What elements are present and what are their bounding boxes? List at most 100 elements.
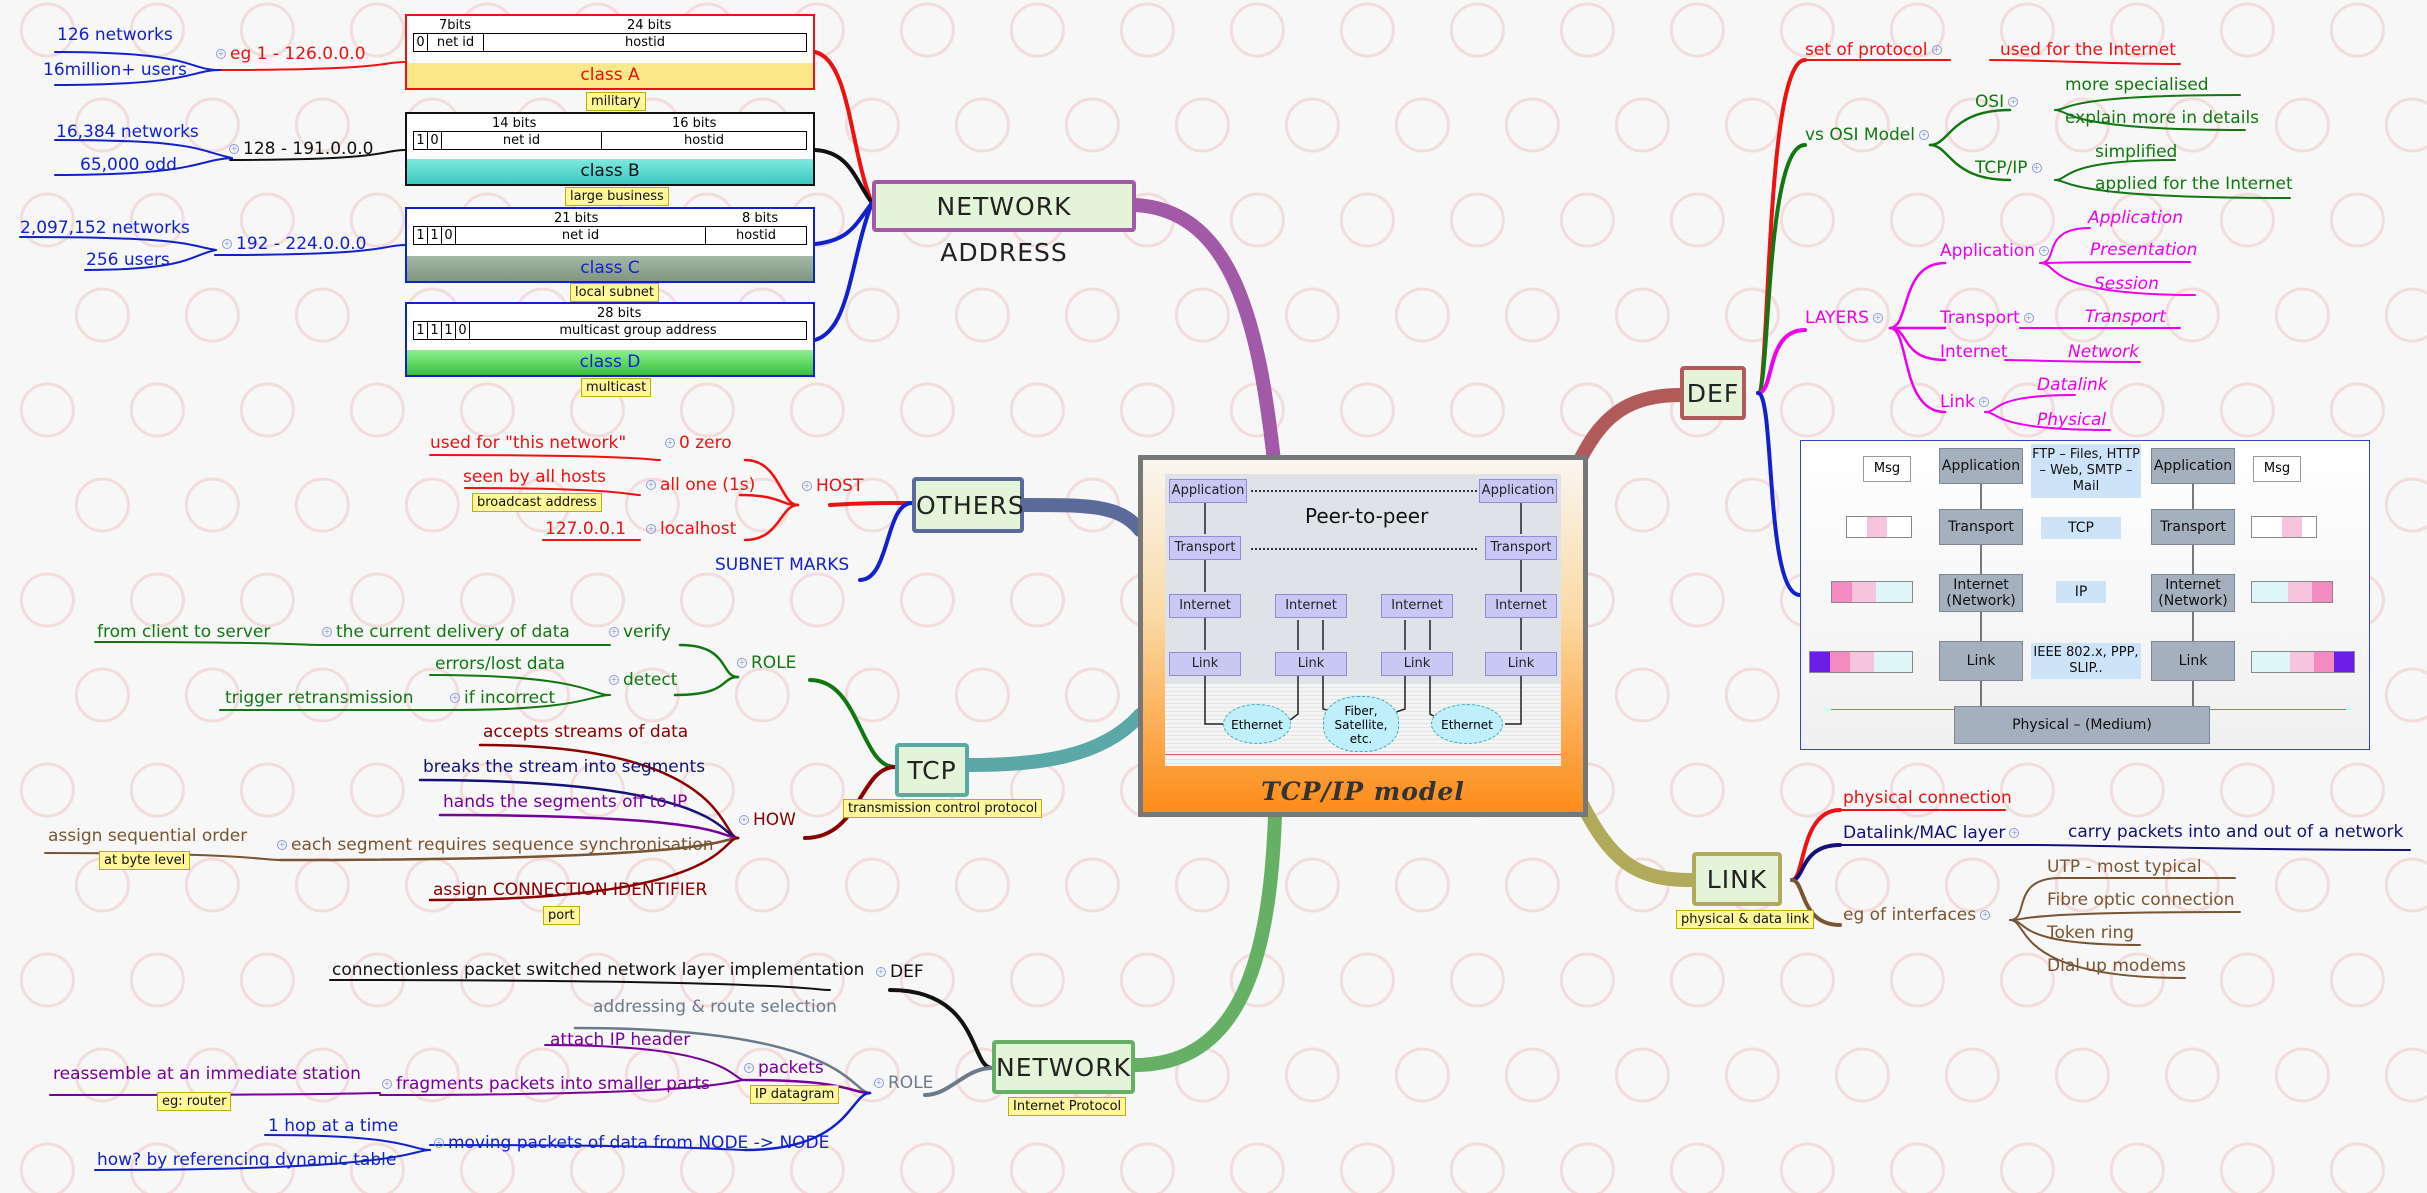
def-tcpip-a: simplified xyxy=(2095,142,2178,162)
class-c-hostbits: 8 bits xyxy=(742,211,779,226)
def-osi: OSI+ xyxy=(1975,92,2019,112)
stack-msg-left: Msg xyxy=(1863,456,1911,482)
stack-ip: IP xyxy=(2056,581,2106,603)
class-d-label: class D xyxy=(407,350,813,375)
tcp-role: +ROLE xyxy=(737,653,797,673)
cloud-satellite: Fiber, Satellite, etc. xyxy=(1323,696,1399,752)
def-l-trans: Transport+ xyxy=(1940,308,2034,328)
layer-internet-1: Internet xyxy=(1169,594,1241,618)
layer-internet-4: Internet xyxy=(1485,594,1557,618)
edge-center-netaddr xyxy=(1128,198,1282,477)
def-l-app-1: Application xyxy=(2088,208,2183,228)
tcp-how-3: hands the segments off to IP xyxy=(443,792,688,812)
class-a-hostbits: 24 bits xyxy=(627,18,672,33)
stack-diagram: Application Application FTP – Files, HTT… xyxy=(1800,440,2370,750)
class-b-users: 65,000 odd xyxy=(80,155,177,175)
network-datagram-tag: IP datagram xyxy=(750,1085,840,1104)
stack-seg-left xyxy=(1846,516,1912,538)
others-allone: +all one (1s) xyxy=(646,475,756,495)
layer-internet-2: Internet xyxy=(1275,594,1347,618)
class-b-tag: large business xyxy=(565,187,669,206)
stack-trans-right: Transport xyxy=(2151,509,2235,545)
class-b-range: +128 - 191.0.0.0 xyxy=(229,139,374,159)
class-a-range: +eg 1 - 126.0.0.0 xyxy=(216,44,366,64)
p2p-label: Peer-to-peer xyxy=(1305,504,1429,528)
def-osi-a: more specialised xyxy=(2065,75,2209,95)
class-b-netbits: 14 bits xyxy=(492,116,537,131)
def-l-link: Link+ xyxy=(1940,392,1989,412)
network-router-tag: eg: router xyxy=(157,1092,232,1111)
def-l-app: Application+ xyxy=(1940,241,2049,261)
others-localhost-ip: 127.0.0.1 xyxy=(545,519,627,539)
class-d-bits: 28 bits xyxy=(597,306,642,321)
tcp-how-5: assign CONNECTION IDENTIFIER xyxy=(433,880,708,900)
network-def: +DEF xyxy=(876,962,924,982)
tcp-how-1: accepts streams of data xyxy=(483,722,689,742)
class-c-users: 256 users xyxy=(86,250,170,270)
hub-tcp[interactable]: TCP xyxy=(895,743,969,797)
tcp-how-4a: assign sequential order xyxy=(48,826,248,846)
layer-application-right: Application xyxy=(1479,479,1557,503)
link-e2: Fibre optic connection xyxy=(2047,890,2235,910)
others-subnet: SUBNET MARKS xyxy=(715,555,850,575)
class-c-label: class C xyxy=(407,256,813,281)
class-d-tag: multicast xyxy=(581,378,652,397)
layer-internet-3: Internet xyxy=(1381,594,1453,618)
stack-msg-right: Msg xyxy=(2253,456,2301,482)
center-node[interactable]: Application Application Peer-to-peer Tra… xyxy=(1138,455,1588,817)
tcp-how-4: +each segment requires sequence synchron… xyxy=(277,835,714,855)
class-b-networks: 16,384 networks xyxy=(56,122,199,142)
link-dl: Datalink/MAC layer+ xyxy=(1843,823,2020,843)
def-l-link-2: Physical xyxy=(2037,410,2107,430)
class-a-label: class A xyxy=(407,63,813,88)
link-e1: UTP - most typical xyxy=(2047,857,2202,877)
hub-network[interactable]: NETWORK xyxy=(992,1040,1135,1094)
tcp-verify-b: from client to server xyxy=(97,622,271,642)
hub-others[interactable]: OTHERS xyxy=(912,477,1024,533)
hub-link[interactable]: LINK xyxy=(1692,852,1782,906)
def-tcpip-b: applied for the Internet xyxy=(2095,174,2293,194)
layer-link-3: Link xyxy=(1381,652,1453,676)
others-localhost: +localhost xyxy=(646,519,737,539)
edge-center-others xyxy=(1018,498,1147,537)
tcp-verify: +verify xyxy=(609,622,671,642)
tcp-port-tag: port xyxy=(543,906,580,925)
stack-pkt-left xyxy=(1831,581,1913,603)
network-tag: Internet Protocol xyxy=(1008,1097,1127,1116)
stack-frame-right xyxy=(2251,651,2355,673)
hub-network-address[interactable]: NETWORK ADDRESS xyxy=(872,180,1136,267)
layer-link-1: Link xyxy=(1169,652,1241,676)
network-def-text: connectionless packet switched network l… xyxy=(332,960,865,980)
def-l-trans-1: Transport xyxy=(2085,307,2166,327)
stack-link-left: Link xyxy=(1939,641,2023,681)
hub-def[interactable]: DEF xyxy=(1680,366,1746,420)
tcp-tag: transmission control protocol xyxy=(843,799,1043,818)
cloud-ethernet-1: Ethernet xyxy=(1223,704,1291,744)
tcp-errors: errors/lost data xyxy=(435,654,566,674)
link-e3: Token ring xyxy=(2047,923,2135,943)
layer-transport-left: Transport xyxy=(1169,536,1241,560)
link-phys: physical connection xyxy=(1843,788,2012,808)
tcp-verify-a: +the current delivery of data xyxy=(322,622,570,642)
network-packets-2a: reassemble at an immediate station xyxy=(53,1064,361,1084)
layer-application-left: Application xyxy=(1169,479,1247,503)
def-set: set of protocol+ xyxy=(1805,40,1942,60)
network-role: +ROLE xyxy=(874,1073,934,1093)
stack-pkt-right xyxy=(2251,581,2333,603)
stack-app-right: Application xyxy=(2151,448,2235,484)
def-l-int-1: Network xyxy=(2068,342,2139,362)
others-allone-desc: seen by all hosts xyxy=(463,467,607,487)
network-role-3a: 1 hop at a time xyxy=(268,1116,399,1136)
layer-link-4: Link xyxy=(1485,652,1557,676)
def-osi-b: explain more in details xyxy=(2065,108,2260,128)
network-role-1: addressing & route selection xyxy=(593,997,837,1017)
class-b-label: class B xyxy=(407,159,813,184)
def-l-app-2: Presentation xyxy=(2090,240,2198,260)
def-layers: LAYERS+ xyxy=(1805,308,1883,328)
edge-center-link xyxy=(1573,793,1697,887)
network-packets-1: attach IP header xyxy=(550,1030,691,1050)
tcpip-diagram: Application Application Peer-to-peer Tra… xyxy=(1165,474,1561,766)
